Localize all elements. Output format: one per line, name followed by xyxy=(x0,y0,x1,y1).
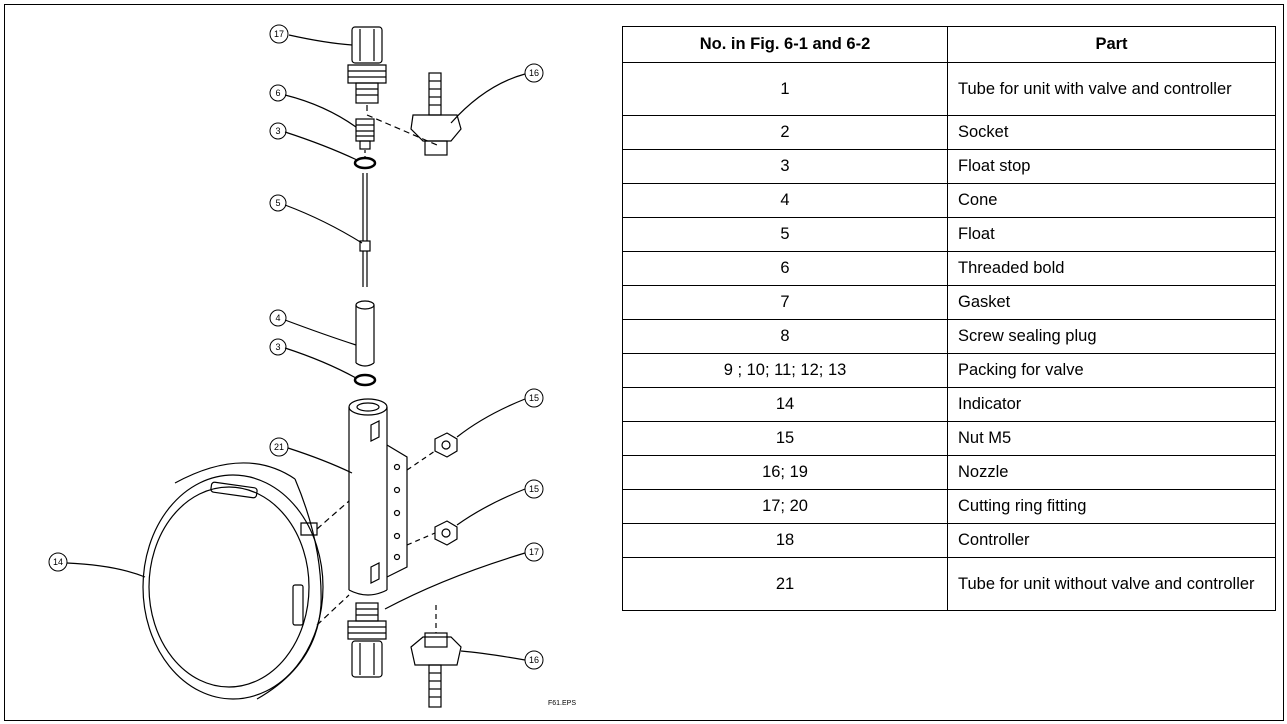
callout-3-top xyxy=(269,122,287,140)
cell-number: 16; 19 xyxy=(622,455,948,490)
callout-17-bottom xyxy=(524,542,544,562)
tube-body xyxy=(348,398,408,596)
cell-part: Float xyxy=(947,217,1276,252)
cell-number: 1 xyxy=(622,62,948,116)
cone xyxy=(355,300,375,367)
callout-14 xyxy=(48,552,68,572)
cell-part: Socket xyxy=(947,115,1276,150)
callout-4 xyxy=(269,309,287,327)
header-number: No. in Fig. 6-1 and 6-2 xyxy=(622,26,948,63)
cell-part: Tube for unit without valve and controll… xyxy=(947,557,1276,611)
callout-15-bottom xyxy=(524,479,544,499)
nut-upper xyxy=(434,432,458,458)
callout-label: 21 xyxy=(274,442,284,452)
cell-part: Float stop xyxy=(947,149,1276,184)
callout-16-bottom xyxy=(524,650,544,670)
threaded-bolt xyxy=(355,118,375,150)
callouts xyxy=(48,24,544,670)
cell-number: 7 xyxy=(622,285,948,320)
cell-number: 15 xyxy=(622,421,948,456)
exploded-view-drawing: 17 16 6 3 5 4 3 15 21 15 14 17 16 F61.EP… xyxy=(5,5,605,722)
cell-number: 21 xyxy=(622,557,948,611)
cell-part: Nut M5 xyxy=(947,421,1276,456)
callout-label: 16 xyxy=(529,68,539,78)
cell-number: 14 xyxy=(622,387,948,422)
callout-label: 15 xyxy=(529,393,539,403)
cell-number: 17; 20 xyxy=(622,489,948,524)
cell-part: Packing for valve xyxy=(947,353,1276,388)
cell-part: Cutting ring fitting xyxy=(947,489,1276,524)
callout-label: 5 xyxy=(275,198,280,208)
callout-label: 16 xyxy=(529,655,539,665)
cell-part: Controller xyxy=(947,523,1276,558)
callout-3-bottom xyxy=(269,338,287,356)
cell-number: 4 xyxy=(622,183,948,218)
callout-5 xyxy=(269,194,287,212)
callout-label: 15 xyxy=(529,484,539,494)
callout-6 xyxy=(269,84,287,102)
callout-label: 17 xyxy=(274,29,284,39)
cell-part: Cone xyxy=(947,183,1276,218)
cell-part: Screw sealing plug xyxy=(947,319,1276,354)
callout-label: 3 xyxy=(275,342,280,352)
figure-code: F61.EPS xyxy=(548,700,577,707)
cell-number: 9 ; 10; 11; 12; 13 xyxy=(622,353,948,388)
callout-label: 14 xyxy=(53,557,63,567)
cell-number: 5 xyxy=(622,217,948,252)
nozzle-bottom xyxy=(410,605,462,708)
callout-17-top xyxy=(269,24,289,44)
float xyxy=(359,173,371,287)
callout-16-top xyxy=(524,63,544,83)
table-header-row: No. in Fig. 6-1 and 6-2 Part xyxy=(622,26,1276,63)
cell-part: Nozzle xyxy=(947,455,1276,490)
cell-part: Indicator xyxy=(947,387,1276,422)
nozzle-top xyxy=(410,72,462,156)
exploded-parts-svg: 17 16 6 3 5 4 3 15 21 15 14 17 16 xyxy=(48,24,544,708)
cutting-ring-fitting-top xyxy=(347,26,387,104)
indicator xyxy=(142,462,350,700)
callout-label: 4 xyxy=(275,313,280,323)
cutting-ring-fitting-bottom xyxy=(347,602,387,678)
callout-15-top xyxy=(524,388,544,408)
cell-part: Gasket xyxy=(947,285,1276,320)
callout-label: 17 xyxy=(529,547,539,557)
cell-number: 3 xyxy=(622,149,948,184)
cell-number: 8 xyxy=(622,319,948,354)
callout-21 xyxy=(269,437,289,457)
cell-part: Tube for unit with valve and controller xyxy=(947,62,1276,116)
callout-label: 6 xyxy=(275,88,280,98)
cell-number: 2 xyxy=(622,115,948,150)
callout-label: 3 xyxy=(275,126,280,136)
nut-lower xyxy=(434,520,458,546)
page-frame: 17 16 6 3 5 4 3 15 21 15 14 17 16 F61.EP… xyxy=(4,4,1284,721)
header-part: Part xyxy=(947,26,1276,63)
cell-number: 6 xyxy=(622,251,948,286)
cell-part: Threaded bold xyxy=(947,251,1276,286)
cell-number: 18 xyxy=(622,523,948,558)
